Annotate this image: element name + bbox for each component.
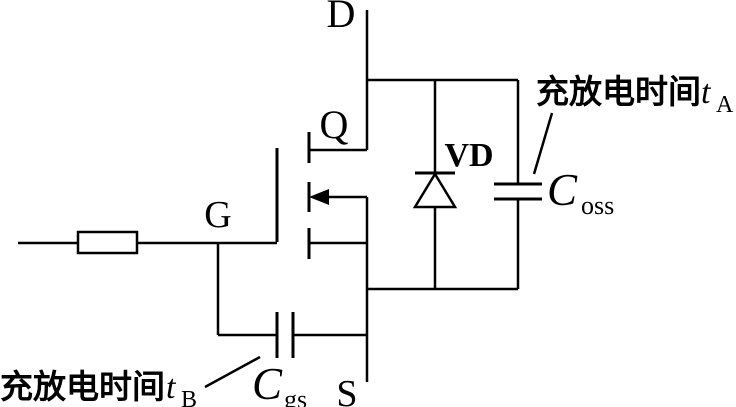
coss-subscript-label: oss — [581, 191, 614, 220]
drain-terminal-label: D — [327, 0, 356, 36]
gate-resistor-symbol — [76, 230, 139, 255]
source-terminal-label: S — [336, 373, 357, 407]
cgs-symbol-label: C — [252, 359, 283, 407]
coss-symbol-label: C — [547, 165, 578, 215]
annotation-a-subscript: A — [716, 92, 734, 118]
diode-label: VD — [444, 137, 493, 174]
gate-terminal-label: G — [204, 194, 231, 236]
annotation-a-leader-line — [532, 112, 554, 175]
transistor-label: Q — [320, 102, 349, 147]
annotation-b-text: 充放电时间 — [0, 369, 165, 406]
annotation-b-variable: t — [166, 369, 177, 406]
annotation-b-leader-line — [204, 355, 261, 389]
cgs-subscript-label: gs — [284, 385, 307, 407]
annotation-a-variable: t — [701, 74, 712, 111]
body-arrow-icon — [309, 189, 329, 205]
annotation-a-text: 充放电时间 — [536, 74, 701, 111]
annotation-b-subscript: B — [181, 387, 197, 407]
diode-triangle-icon — [412, 171, 458, 209]
